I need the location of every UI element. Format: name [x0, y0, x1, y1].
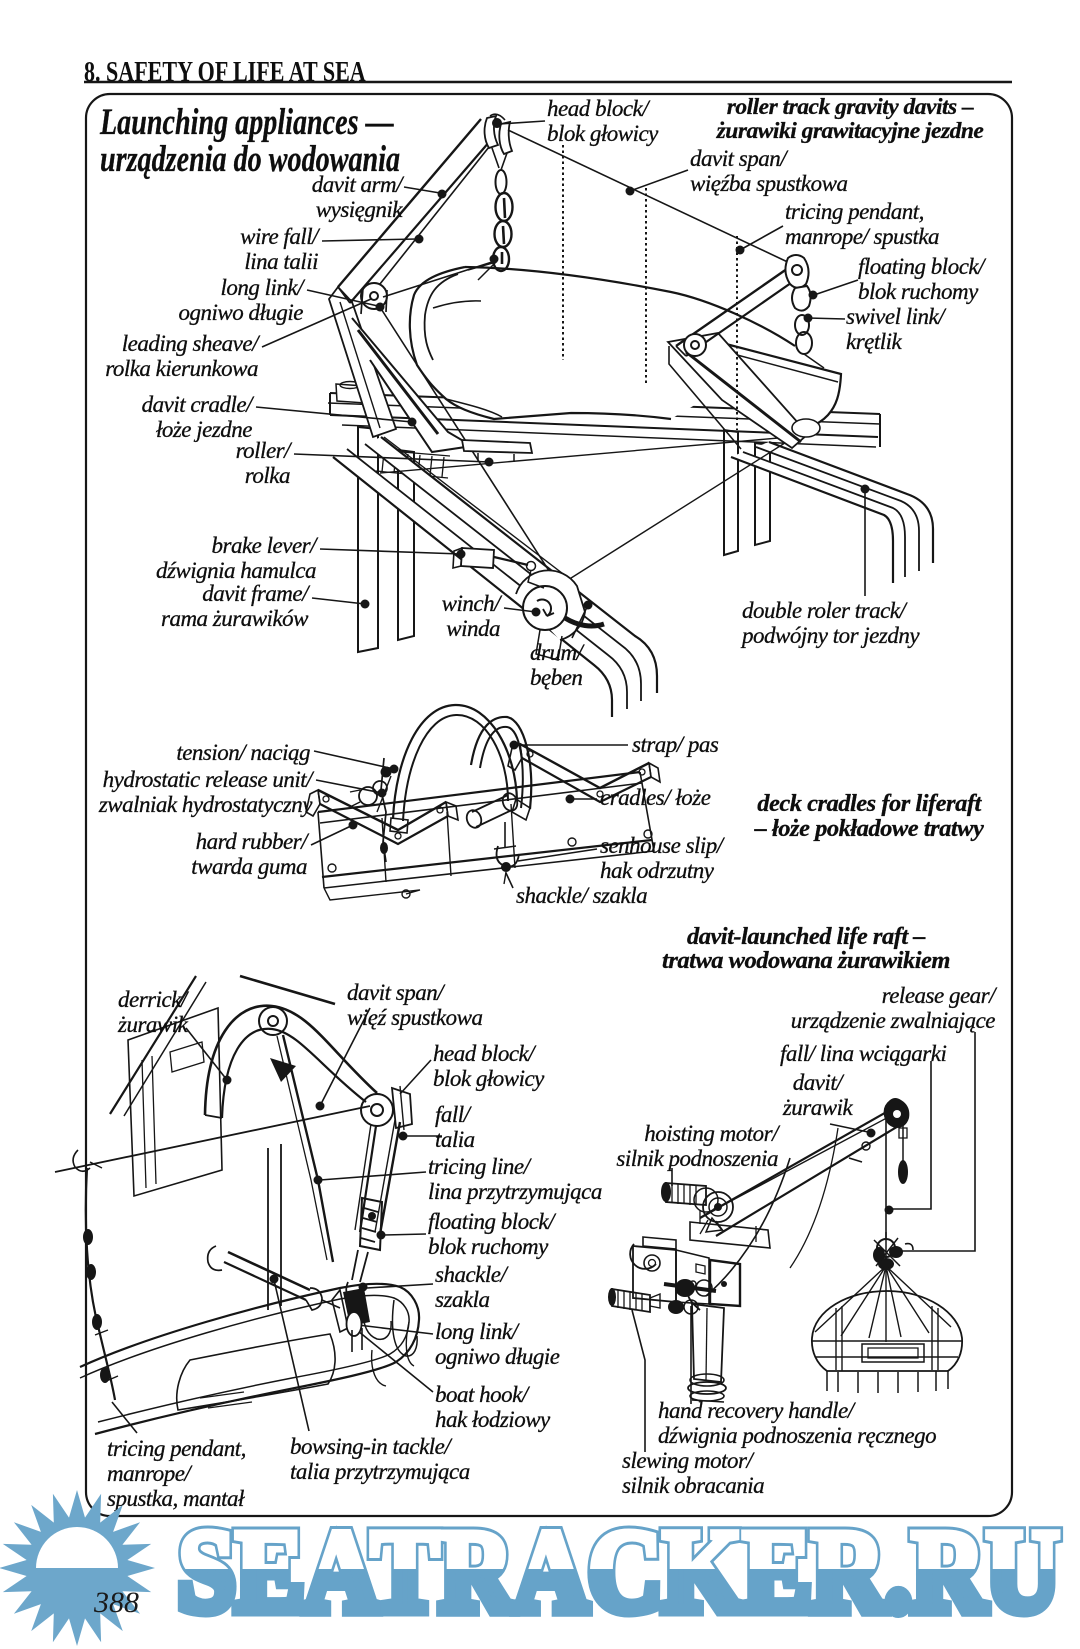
svg-text:SEATRACKER.RU: SEATRACKER.RU [178, 1505, 1060, 1636]
svg-text:388: 388 [93, 1586, 139, 1619]
svg-text:SEATRACKER.RU: SEATRACKER.RU [178, 1505, 1060, 1636]
svg-text:SEATRACKER.RU: SEATRACKER.RU [178, 1505, 1060, 1636]
